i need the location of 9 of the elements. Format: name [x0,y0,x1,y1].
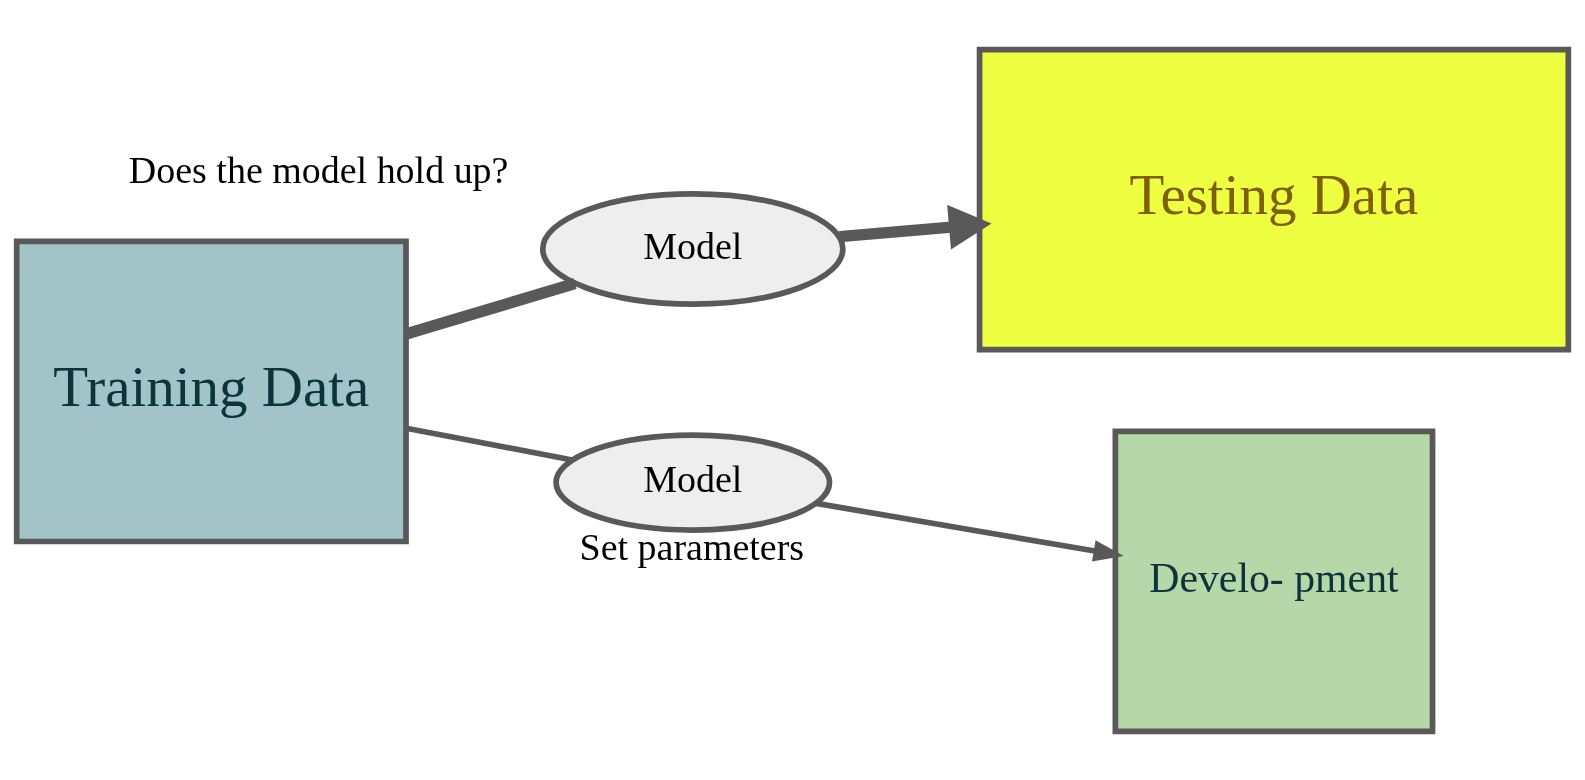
node-ellipse: Model [539,190,846,307]
connector [405,424,573,463]
node-box: Training Data [13,238,409,544]
arrow [839,204,992,250]
node-label: Does the model hold up? [128,148,509,191]
node-ellipse: Model [553,431,833,533]
node-box: Testing Data [976,46,1572,353]
arrow [815,500,1124,561]
node-box: Develo- pment [1112,427,1436,734]
